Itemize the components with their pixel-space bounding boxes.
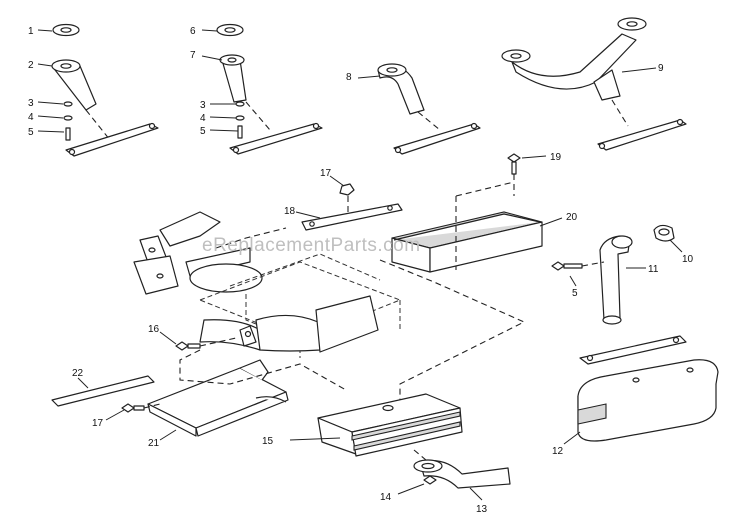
callouts-group-b: 6 7 3 4 5: [190, 26, 239, 137]
callout-17-bottom: 17: [92, 418, 104, 429]
callout-14: 14: [380, 492, 392, 503]
callout-1: 1: [28, 26, 34, 37]
callout-21: 21: [148, 438, 160, 449]
callout-13: 13: [476, 504, 488, 515]
gasket-part-10: 10: [653, 224, 694, 265]
tailpipe-part-13: 13: [413, 449, 511, 515]
callout-7: 7: [190, 50, 196, 61]
callout-15: 15: [262, 436, 274, 447]
watermark: eReplacementParts.com: [202, 235, 421, 256]
bracket-part-18: 18: [284, 203, 403, 231]
callout-10: 10: [682, 254, 694, 265]
callout-16: 16: [148, 324, 160, 335]
engine-block-phantom: [133, 211, 402, 358]
muffler-part-15: 15: [262, 393, 463, 457]
callout-5: 5: [28, 127, 34, 138]
callout-6: 6: [190, 26, 196, 37]
callout-22: 22: [72, 368, 84, 379]
callout-5-c: 5: [572, 288, 578, 299]
muffler-gasket-part-12: [579, 335, 687, 365]
callout-5-b: 5: [200, 126, 206, 137]
exhaust-manifold-part-9: 9: [501, 17, 687, 151]
exhaust-flange-assembly-left: [51, 23, 159, 157]
bolt-part-19: 19: [507, 152, 562, 196]
callout-9: 9: [658, 63, 664, 74]
screw-part-14: 14: [380, 475, 437, 503]
callout-20: 20: [566, 212, 578, 223]
callout-11: 11: [648, 264, 659, 275]
exhaust-flange-assembly-middle: [216, 23, 323, 155]
callout-4-b: 4: [200, 113, 206, 124]
assembly-routing-lines: [179, 227, 526, 410]
callout-2: 2: [28, 60, 34, 71]
callouts-group-a: 1 2 3 4 5: [28, 26, 65, 138]
callout-4: 4: [28, 112, 34, 123]
bolt-part-16: 16: [148, 324, 237, 351]
bolt-part-5-right: 5: [551, 261, 605, 299]
callout-12: 12: [552, 446, 564, 457]
callout-3-b: 3: [200, 100, 206, 111]
bolt-part-17-bottom: 17: [92, 403, 161, 429]
callout-18: 18: [284, 206, 296, 217]
exhaust-pipe-part-8: 8: [346, 63, 481, 155]
callout-8: 8: [346, 72, 352, 83]
exhaust-elbow-part-11: 11: [599, 235, 659, 325]
callout-3: 3: [28, 98, 34, 109]
callout-19: 19: [550, 152, 562, 163]
muffler-part-12: 12: [552, 359, 719, 457]
heat-plate-part-21: 21: [147, 359, 289, 449]
gasket-strip-part-22: 22: [51, 368, 155, 407]
heat-shield-part-20: 20: [391, 181, 578, 273]
callout-17-top: 17: [320, 168, 332, 179]
nut-part-17-top: 17: [320, 168, 355, 212]
